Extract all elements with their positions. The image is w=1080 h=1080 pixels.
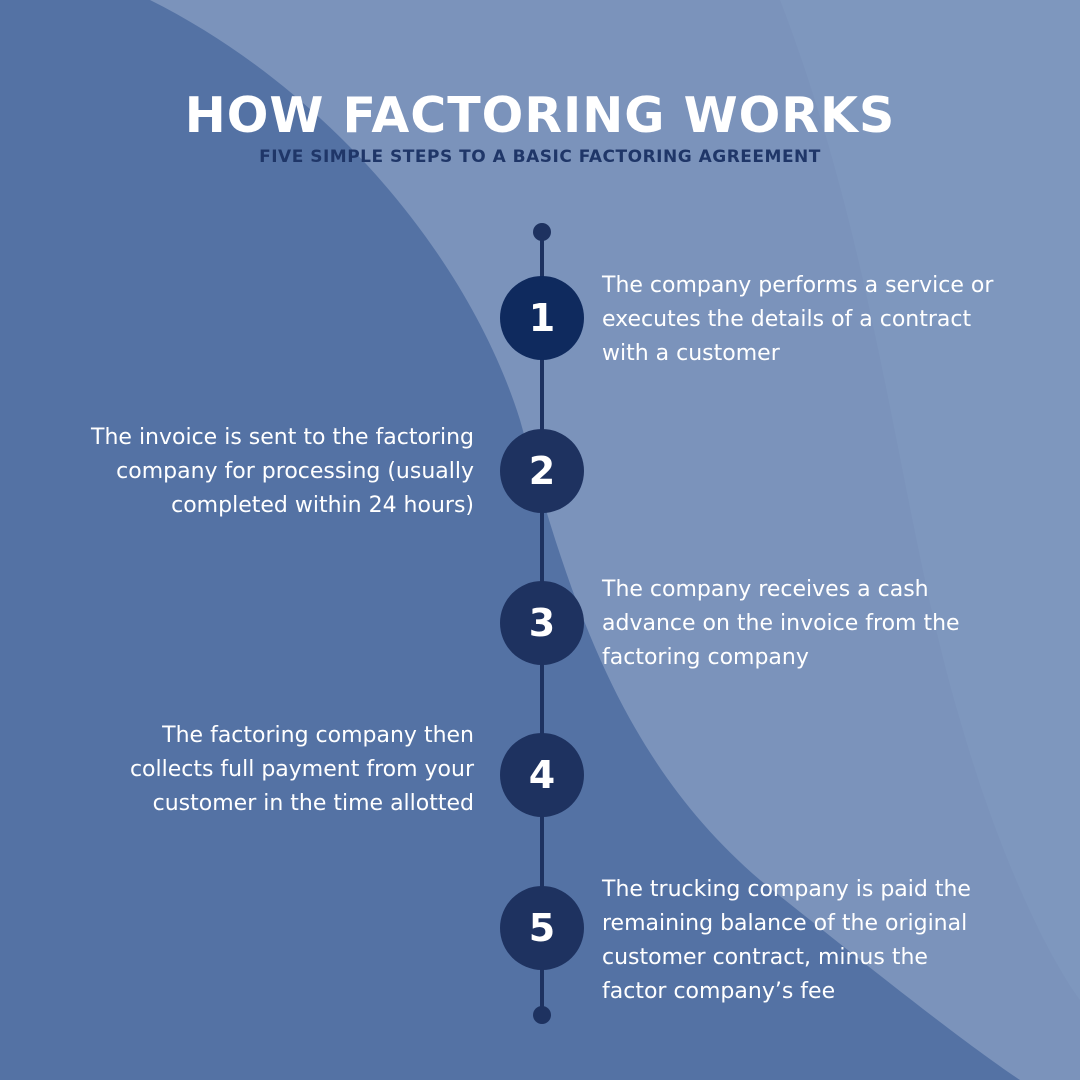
step-2-text: The invoice is sent to the factoring com… — [91, 425, 474, 518]
step-5-circle: 5 — [500, 886, 584, 970]
timeline-end-dot — [533, 1006, 551, 1024]
step-1-text: The company performs a service or execut… — [602, 273, 994, 366]
step-1-circle: 1 — [500, 276, 584, 360]
background-light-wave — [150, 0, 1080, 1080]
step-5-text: The trucking company is paid the remaini… — [602, 877, 971, 1004]
page-subtitle: FIVE SIMPLE STEPS TO A BASIC FACTORING A… — [259, 147, 821, 167]
timeline-start-dot — [533, 223, 551, 241]
step-4-circle: 4 — [500, 733, 584, 817]
page-title: HOW FACTORING WORKS — [184, 87, 896, 144]
step-2-circle: 2 — [500, 429, 584, 513]
step-3-text: The company receives a cash advance on t… — [602, 577, 960, 670]
step-3-circle: 3 — [500, 581, 584, 665]
background-lighter-wave — [780, 0, 1080, 1000]
step-4-text: The factoring company then collects full… — [129, 723, 474, 816]
